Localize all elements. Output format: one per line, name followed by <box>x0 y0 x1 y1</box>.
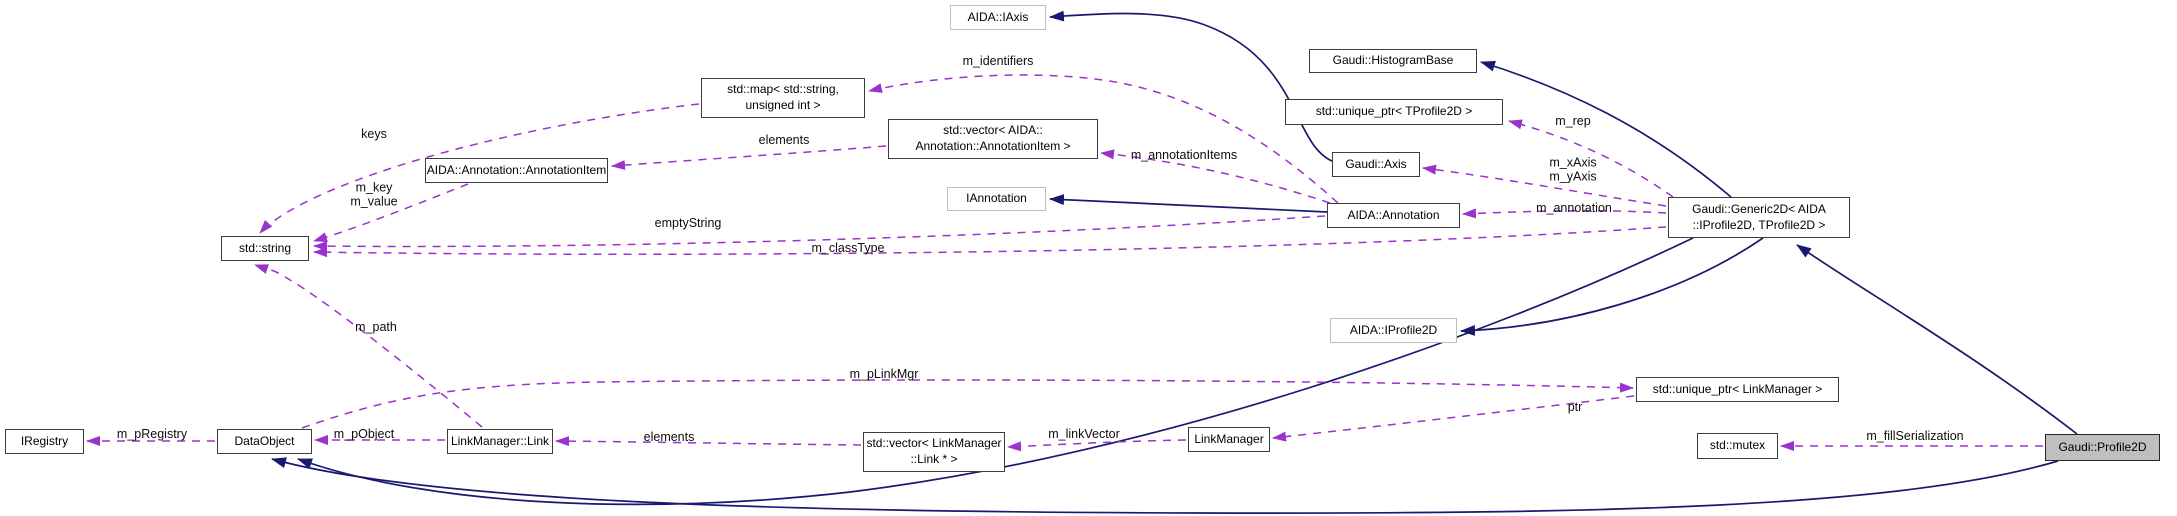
edge-inheritance-aida-annotation-to-iannotation <box>1049 194 1328 213</box>
edge-usage-m-path <box>254 264 483 428</box>
class-node-std-vector-linkmanager-link[interactable]: std::vector< LinkManager ::Link * > <box>863 432 1005 472</box>
class-node-linkmanager[interactable]: LinkManager <box>1188 427 1270 452</box>
edge-usage-m-key-m-value <box>313 183 469 242</box>
class-node-std-unique-ptr-tprofile2d[interactable]: std::unique_ptr< TProfile2D > <box>1285 99 1503 125</box>
edge-inheritance-generic2d-to-dataobject <box>297 237 1694 506</box>
edge-label-m_identifiers: m_identifiers <box>962 53 1034 68</box>
edge-label-m_annotationitems: m_annotationItems <box>1130 147 1238 162</box>
edge-label-m_pobject: m_pObject <box>333 426 395 441</box>
class-node-iannotation: IAnnotation <box>947 187 1046 211</box>
edge-label-m_annotation: m_annotation <box>1536 200 1612 215</box>
edge-label-m_xaxis-m_yaxis: m_xAxis m_yAxis <box>1549 155 1597 184</box>
edge-label-m_plinkmgr: m_pLinkMgr <box>849 366 919 381</box>
class-node-dataobject[interactable]: DataObject <box>217 429 312 454</box>
edge-inheritance-generic2d-to-aida-iprofile2d <box>1460 237 1764 336</box>
class-node-std-vector-annotationitem[interactable]: std::vector< AIDA:: Annotation::Annotati… <box>888 119 1098 159</box>
class-node-gaudi-axis[interactable]: Gaudi::Axis <box>1332 152 1420 177</box>
edge-label-m_linkvector: m_linkVector <box>1048 426 1120 441</box>
edge-usage-m-identifiers <box>868 74 1339 204</box>
edge-usage-elements-link <box>555 436 862 447</box>
edge-usage-keys <box>259 103 700 234</box>
edge-usage-elements-annotationitem <box>611 145 887 171</box>
edge-usage-m-classtype <box>313 226 1667 258</box>
edge-inheritance-profile2d-to-generic2d <box>1796 244 2078 435</box>
class-node-std-map-string-uint[interactable]: std::map< std::string, unsigned int > <box>701 78 865 118</box>
edge-usage-m-annotationitems <box>1100 149 1331 204</box>
class-node-aida-annotation[interactable]: AIDA::Annotation <box>1327 203 1460 228</box>
edge-usage-m-rep <box>1508 119 1674 198</box>
class-node-aida-annotation-annotationitem[interactable]: AIDA::Annotation::AnnotationItem <box>425 158 608 183</box>
class-node-std-unique-ptr-linkmanager[interactable]: std::unique_ptr< LinkManager > <box>1636 377 1839 402</box>
edge-label-m_fillserialization: m_fillSerialization <box>1866 428 1964 443</box>
edge-label-m_pregistry: m_pRegistry <box>116 426 188 441</box>
edge-usage-m-xaxis-m-yaxis <box>1422 164 1667 207</box>
edge-label-m_key-m_value: m_key m_value <box>350 180 398 209</box>
edge-label-emptystring: emptyString <box>654 215 722 230</box>
class-node-aida-iprofile2d: AIDA::IProfile2D <box>1330 318 1457 343</box>
edge-usage-m-linkvector <box>1007 439 1187 452</box>
class-node-std-mutex[interactable]: std::mutex <box>1697 433 1778 459</box>
class-node-std-string[interactable]: std::string <box>221 236 309 261</box>
class-node-gaudi-profile2d: Gaudi::Profile2D <box>2045 434 2160 461</box>
edge-label-elements: elements <box>758 132 810 147</box>
edge-label-ptr: ptr <box>1567 399 1583 414</box>
edge-usage-m-plinkmgr <box>301 379 1634 429</box>
edge-label-keys: keys <box>361 126 387 141</box>
class-node-aida-iaxis: AIDA::IAxis <box>950 5 1046 30</box>
class-node-gaudi-generic2d[interactable]: Gaudi::Generic2D< AIDA ::IProfile2D, TPr… <box>1668 197 1850 238</box>
edge-usage-ptr <box>1272 395 1635 442</box>
edge-inheritance-profile2d-to-dataobject <box>271 457 2059 514</box>
edge-label-m_classtype: m_classType <box>811 240 885 255</box>
edge-label-m_rep: m_rep <box>1555 113 1591 128</box>
edge-label-m_path: m_path <box>355 319 397 334</box>
edge-label-elements: elements <box>643 429 695 444</box>
class-node-linkmanager-link[interactable]: LinkManager::Link <box>447 429 553 454</box>
edge-inheritance-generic2d-to-histogrambase <box>1480 60 1732 198</box>
class-node-gaudi-histogrambase[interactable]: Gaudi::HistogramBase <box>1309 49 1477 73</box>
class-node-iregistry[interactable]: IRegistry <box>5 429 84 454</box>
edge-inheritance-gaudi-axis-to-aida-iaxis <box>1049 10 1333 162</box>
